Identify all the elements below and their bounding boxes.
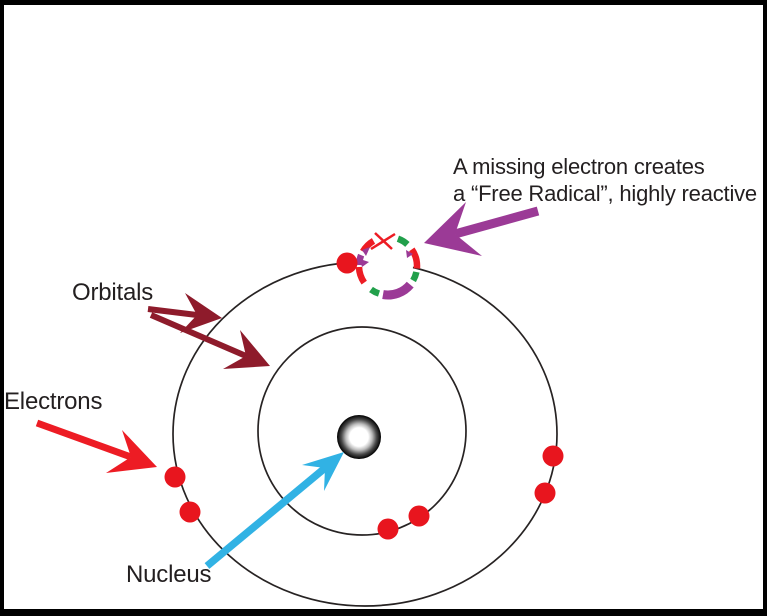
electrons-arrow-icon bbox=[35, 419, 157, 473]
orbitals-label: Orbitals bbox=[72, 279, 154, 306]
orbitals-arrow-outer-icon bbox=[147, 293, 222, 333]
radical-dash-green bbox=[369, 286, 381, 297]
electron-dot bbox=[164, 466, 186, 488]
electron-dot bbox=[377, 518, 399, 540]
electrons-layer bbox=[164, 252, 564, 540]
radical-purple-fleck bbox=[360, 259, 369, 267]
radical-ring-mask bbox=[363, 241, 413, 291]
electron-dot bbox=[408, 505, 430, 527]
nucleus-label: Nucleus bbox=[126, 561, 212, 588]
free-radical-arrow-icon bbox=[424, 202, 540, 256]
radical-dash-purple bbox=[382, 281, 414, 300]
electron-dot bbox=[534, 482, 556, 504]
radical-dash-red bbox=[360, 238, 376, 254]
radical-purple-fleck bbox=[406, 250, 413, 258]
radical-purple-fleck bbox=[362, 247, 370, 256]
annotation-line-1: A missing electron creates bbox=[453, 154, 705, 179]
radical-dash-green bbox=[396, 235, 410, 247]
free-radical-annotation: A missing electron creates a “Free Radic… bbox=[453, 153, 757, 207]
radical-dash-purple bbox=[355, 253, 365, 266]
annotation-line-2: a “Free Radical”, highly reactive bbox=[453, 181, 757, 206]
free-radical-site bbox=[355, 232, 421, 300]
orbitals-arrow-inner-icon bbox=[149, 312, 270, 369]
electrons-label: Electrons bbox=[4, 388, 103, 415]
radical-dash-green bbox=[410, 271, 420, 283]
nucleus-sphere bbox=[337, 415, 381, 459]
electron-dot bbox=[179, 501, 201, 523]
diagram-canvas bbox=[4, 5, 763, 609]
inner-orbital bbox=[257, 326, 467, 536]
radical-x-mark bbox=[374, 232, 393, 250]
radical-dash-red bbox=[355, 266, 367, 285]
nucleus-arrow-icon bbox=[204, 452, 344, 569]
radical-dash-red bbox=[409, 247, 421, 269]
electron-dot bbox=[542, 445, 564, 467]
electron-dot bbox=[336, 252, 358, 274]
